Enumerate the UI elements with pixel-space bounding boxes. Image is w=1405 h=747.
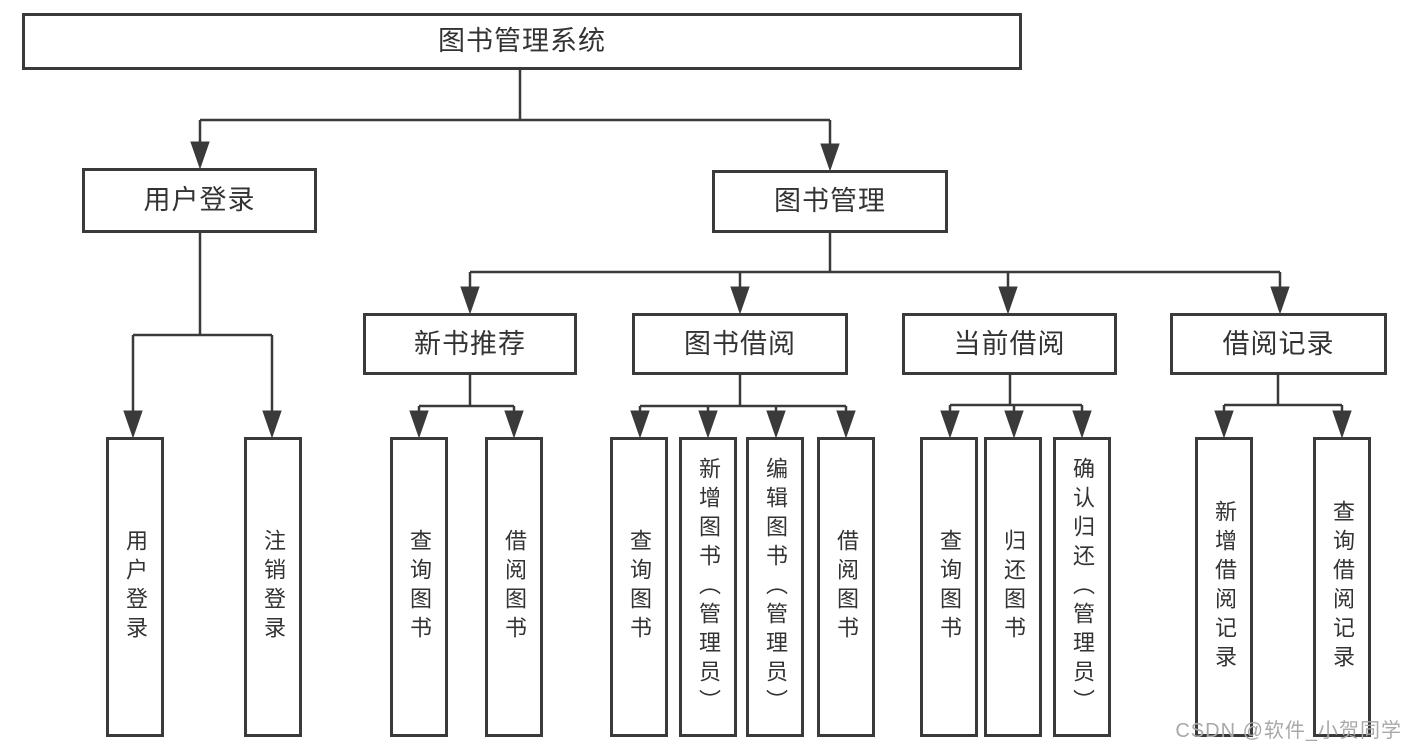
node-borrowing-records: 借阅记录: [1170, 313, 1387, 375]
arrow-icon: [262, 410, 282, 439]
arrow-icon: [409, 410, 429, 439]
leaf-query-books-borrowing: 查询图书: [610, 437, 668, 737]
leaf-borrow-books-recommend: 借阅图书: [485, 437, 543, 737]
arrow-icon: [1004, 410, 1024, 439]
leaf-return-books: 归还图书: [984, 437, 1042, 737]
arrow-icon: [940, 410, 960, 439]
leaf-confirm-return-admin: 确认归还（管理员）: [1053, 437, 1111, 737]
arrow-icon: [630, 410, 650, 439]
leaf-add-books-admin: 新增图书（管理员）: [679, 437, 737, 737]
arrow-icon: [820, 143, 840, 172]
arrow-icon: [766, 410, 786, 439]
leaf-edit-books-admin: 编辑图书（管理员）: [746, 437, 804, 737]
arrow-icon: [836, 410, 856, 439]
leaf-query-books-recommend: 查询图书: [390, 437, 448, 737]
arrow-icon: [1072, 410, 1092, 439]
arrow-icon: [460, 286, 480, 315]
leaf-borrow-books-borrowing: 借阅图书: [817, 437, 875, 737]
arrow-icon: [1332, 410, 1352, 439]
arrow-icon: [504, 410, 524, 439]
arrow-icon: [123, 410, 143, 439]
node-book-management: 图书管理: [712, 170, 948, 233]
node-book-management-system: 图书管理系统: [22, 13, 1022, 70]
arrow-icon: [998, 286, 1018, 315]
arrow-icon: [730, 286, 750, 315]
arrow-icon: [698, 410, 718, 439]
leaf-query-borrow-record: 查询借阅记录: [1313, 437, 1371, 737]
watermark: CSDN @软件_小贺同学: [1175, 720, 1402, 742]
node-book-borrowing: 图书借阅: [632, 313, 848, 375]
leaf-user-login: 用户登录: [106, 437, 164, 737]
node-new-book-recommend: 新书推荐: [363, 313, 577, 375]
leaf-logout: 注销登录: [244, 437, 302, 737]
leaf-query-books-current: 查询图书: [920, 437, 978, 737]
arrow-icon: [1214, 410, 1234, 439]
arrow-icon: [190, 141, 210, 170]
node-user-login: 用户登录: [82, 168, 317, 233]
node-current-borrowing: 当前借阅: [902, 313, 1117, 375]
leaf-add-borrow-record: 新增借阅记录: [1195, 437, 1253, 737]
arrow-icon: [1270, 286, 1290, 315]
